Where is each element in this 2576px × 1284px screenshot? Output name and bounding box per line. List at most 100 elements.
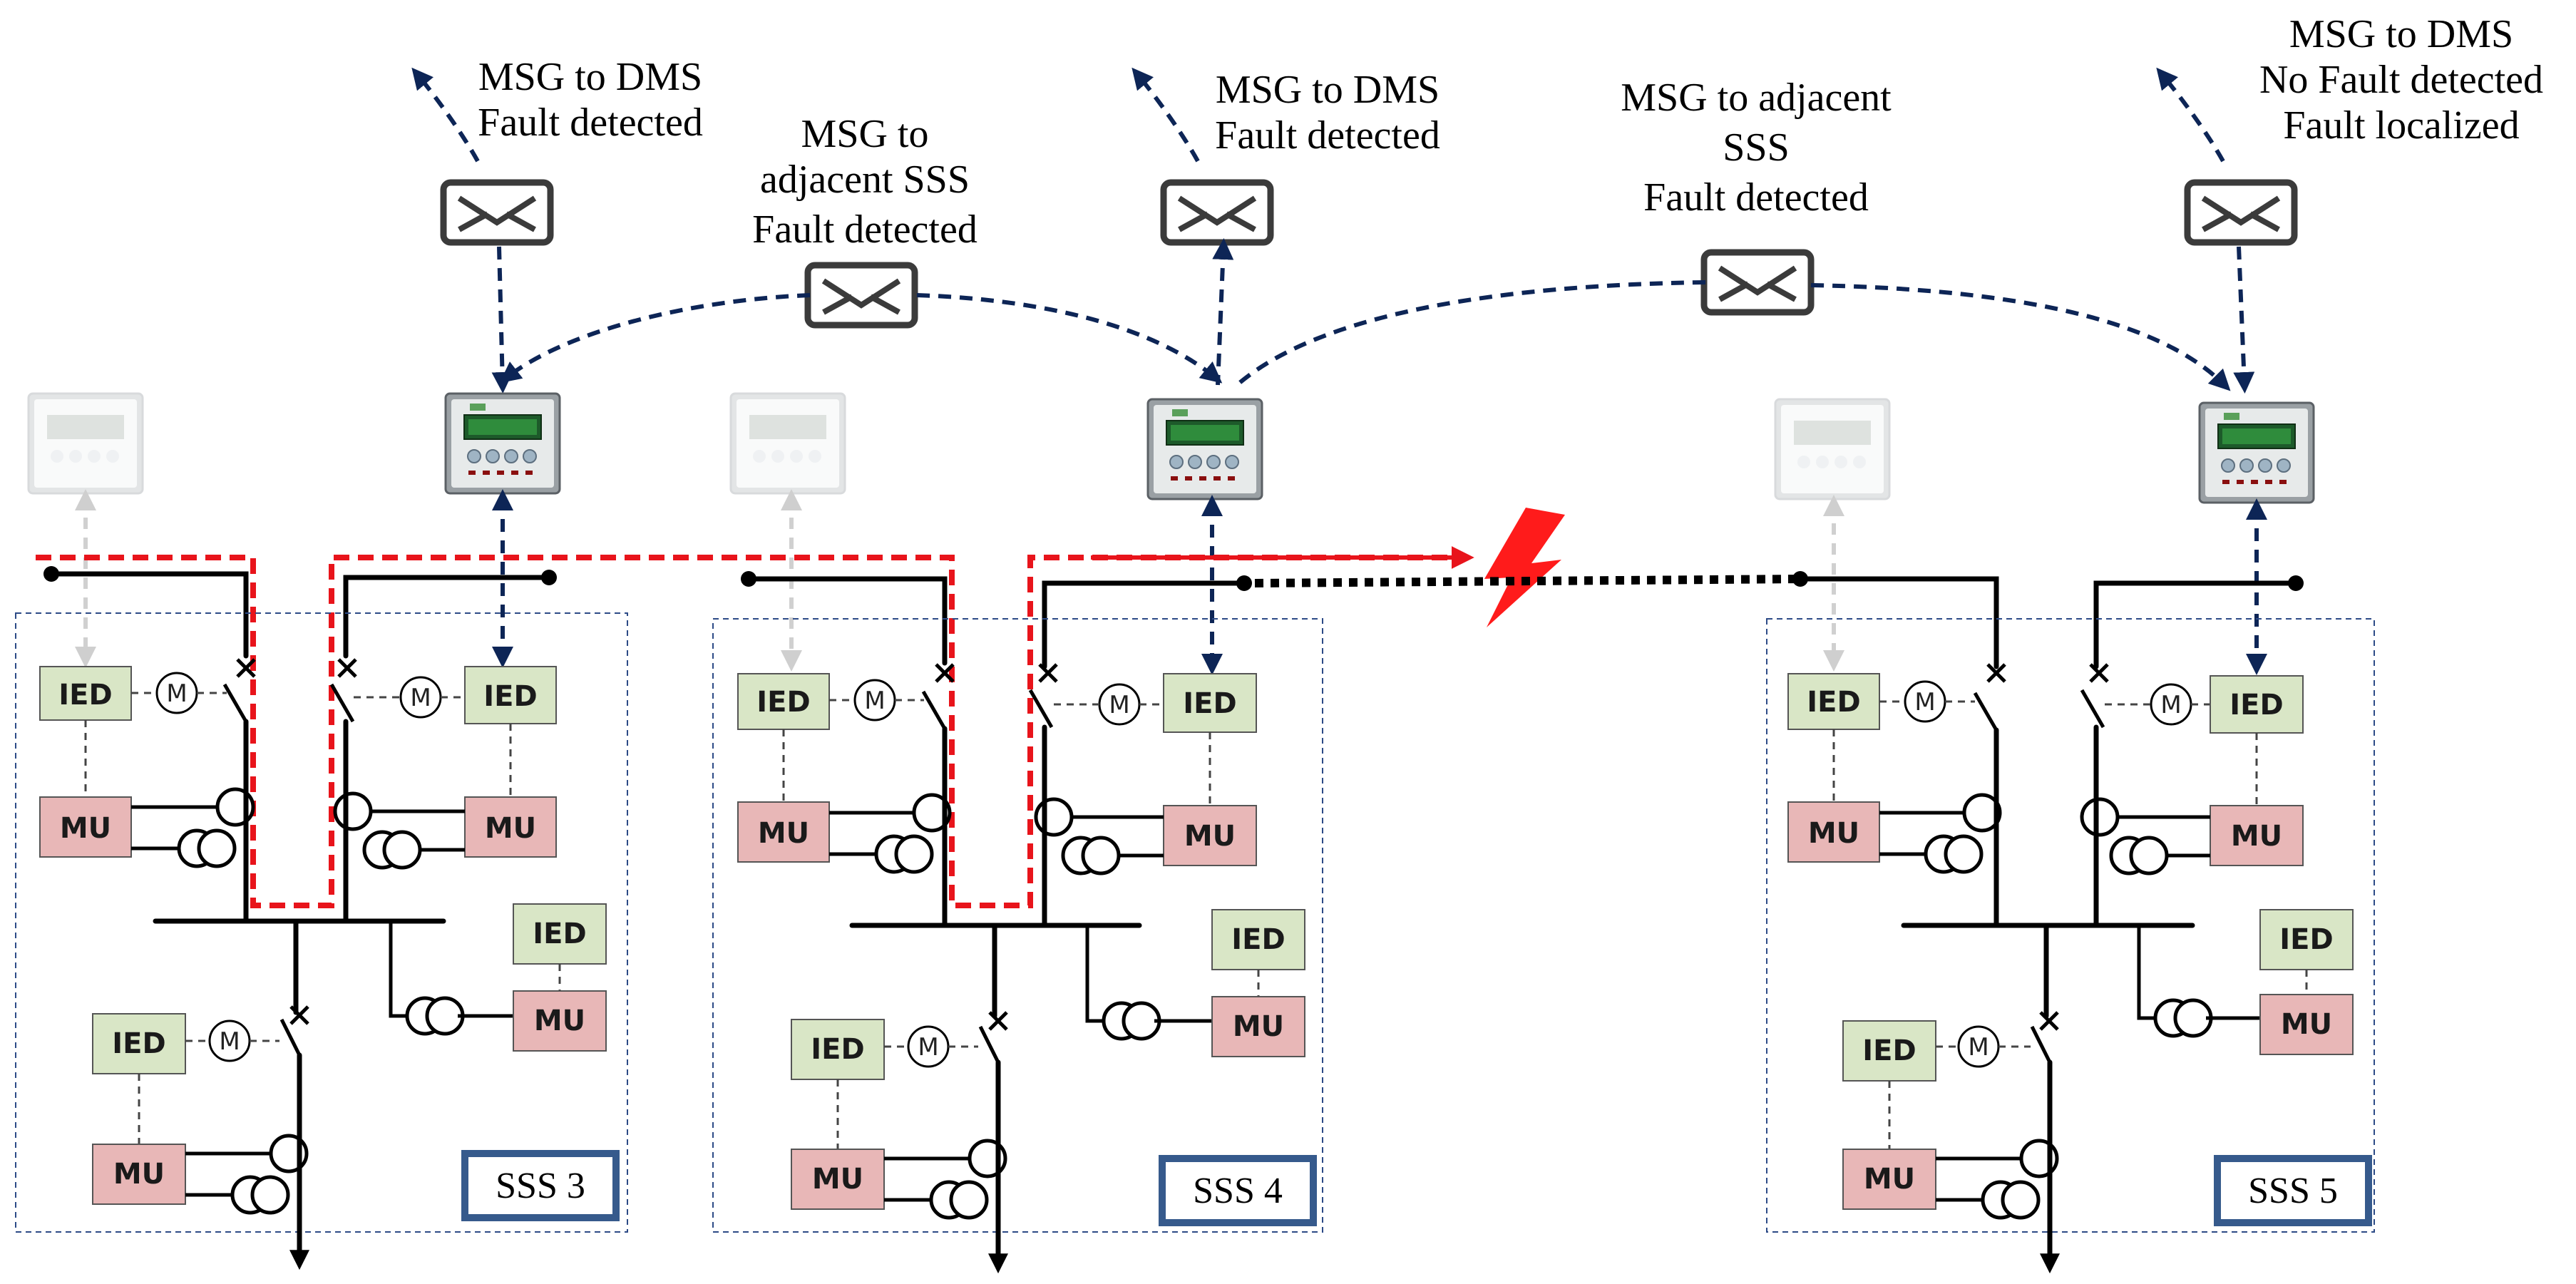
substation-sss3: IED M MU M IED MU IED	[15, 612, 628, 1270]
ied-label: IED	[2279, 923, 2333, 956]
ied-box	[737, 673, 830, 730]
ied-box	[1211, 909, 1305, 970]
ied-label: IED	[1807, 686, 1860, 719]
arrow-to-sss5-relay	[1810, 283, 2231, 391]
arrow-dms-to-relay	[491, 246, 513, 394]
ied-box	[791, 1019, 885, 1080]
message-text-dms-left: MSG to DMS Fault detected	[478, 55, 703, 145]
fault-current-path	[36, 555, 1458, 908]
envelope-icon	[443, 183, 550, 242]
message-text-dms-right: MSG to DMS No Fault detected Fault local…	[2259, 12, 2543, 148]
substation-badge	[1159, 1155, 1317, 1226]
ied-label: IED	[58, 679, 112, 712]
arrow-to-dms	[411, 67, 480, 163]
arrow-to-sss4-relay	[916, 293, 1223, 384]
message-line: MSG to DMS	[1216, 68, 1440, 112]
relay-device-faded	[1774, 398, 1891, 500]
mu-box	[1842, 1149, 1936, 1210]
envelope-icon	[1704, 252, 1811, 312]
ied-label: IED	[1231, 923, 1285, 956]
mu-box	[2259, 994, 2354, 1055]
message-line: MSG to	[801, 112, 929, 156]
relay-device	[2198, 401, 2315, 504]
mu-box	[464, 796, 557, 858]
motor-label: M	[410, 684, 431, 712]
message-line: Fault detected	[478, 101, 703, 145]
motor-label: M	[918, 1033, 938, 1062]
comm-arrows	[411, 67, 2255, 394]
substation-sss5: IED M MU M IED MU IED MU	[1766, 618, 2375, 1274]
mu-label: MU	[812, 1163, 863, 1196]
motor-label: M	[166, 679, 187, 708]
motor-label: M	[2160, 691, 2181, 719]
mu-box	[737, 801, 830, 863]
substation-frame	[712, 618, 1323, 1233]
message-line: MSG to adjacent	[1621, 76, 1892, 120]
ied-label: IED	[811, 1033, 864, 1066]
substation-sss4: IED M MU M IED MU IED MU	[712, 618, 1323, 1274]
ied-label: IED	[483, 680, 537, 713]
arrow-to-dms	[1132, 67, 1200, 163]
substation-badge	[461, 1150, 620, 1221]
ied-box	[1842, 1020, 1936, 1082]
motor-label: M	[1914, 688, 1935, 717]
mu-box	[1163, 805, 1257, 866]
substation-label: SSS 3	[496, 1166, 585, 1206]
mu-label: MU	[60, 812, 111, 845]
message-line: Fault detected	[1215, 113, 1440, 158]
message-line: Fault detected	[752, 207, 977, 252]
message-line: MSG to DMS	[2289, 12, 2513, 56]
message-text-adjacent-left: MSG to adjacent SSS Fault detected	[752, 112, 977, 252]
message-line: adjacent SSS	[760, 158, 970, 202]
mu-label: MU	[1864, 1163, 1915, 1196]
message-text-dms-center: MSG to DMS Fault detected	[1215, 68, 1440, 158]
ied-label: IED	[756, 686, 810, 719]
relay-device	[1146, 398, 1263, 500]
ied-box	[2210, 675, 2304, 734]
mu-box	[39, 796, 132, 858]
mu-label: MU	[1184, 820, 1236, 853]
mu-label: MU	[1808, 817, 1859, 850]
mu-box	[92, 1144, 186, 1205]
substation-badge	[2214, 1155, 2372, 1226]
feeder-lines	[43, 566, 2304, 669]
ied-box	[92, 1013, 186, 1074]
mu-box	[513, 990, 607, 1052]
ied-label: IED	[2229, 689, 2283, 721]
message-line: No Fault detected	[2259, 58, 2543, 102]
envelope-icon	[2187, 183, 2294, 242]
arrow-dms-to-relay	[2233, 246, 2255, 394]
mu-box	[791, 1149, 885, 1210]
mu-box	[1787, 801, 1880, 863]
substation-label: SSS 5	[2248, 1171, 2338, 1211]
mu-label: MU	[534, 1005, 585, 1037]
message-line: Fault localized	[2283, 103, 2519, 148]
message-text-adjacent-right: MSG to adjacent SSS Fault detected	[1621, 76, 1892, 220]
arrow-to-dms	[2156, 67, 2225, 163]
relay-device	[444, 392, 561, 495]
ied-box	[2259, 909, 2354, 970]
mu-box	[2210, 805, 2304, 866]
motor-label: M	[1968, 1033, 1989, 1062]
mu-label: MU	[758, 817, 809, 850]
envelope-icon	[808, 265, 915, 325]
lightning-fault-icon	[1484, 508, 1565, 627]
motor-label: M	[864, 687, 885, 715]
mu-label: MU	[485, 812, 536, 845]
motor-label: M	[1109, 691, 1129, 719]
mu-label: MU	[113, 1158, 165, 1191]
arrow-from-sss4-to-sss5	[1236, 280, 1706, 387]
ied-box	[513, 903, 607, 965]
mu-label: MU	[1233, 1010, 1284, 1043]
substation-frame	[15, 612, 628, 1233]
mu-label: MU	[2231, 820, 2282, 853]
substation-frame	[1766, 618, 2375, 1233]
arrow-to-sss3-relay	[499, 293, 811, 384]
ied-label: IED	[112, 1027, 165, 1060]
faulted-section	[1254, 575, 1805, 587]
message-line: SSS	[1723, 125, 1789, 170]
relay-device-faded	[27, 392, 144, 495]
ied-label: IED	[1183, 687, 1236, 720]
message-line: Fault detected	[1643, 175, 1869, 220]
